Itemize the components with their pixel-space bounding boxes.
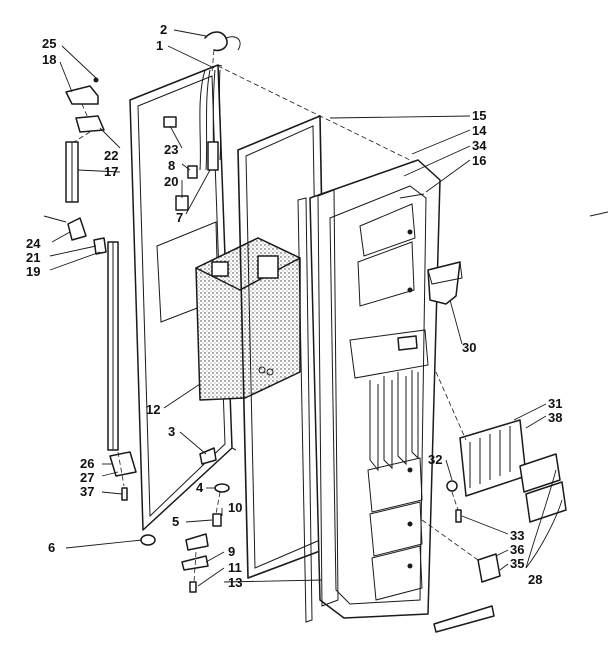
trim-strips xyxy=(297,189,339,623)
hinge-parts-left xyxy=(43,215,137,501)
bushing-19 xyxy=(93,237,107,255)
callout-25: 25 xyxy=(42,36,56,51)
bracket-18 xyxy=(65,85,99,105)
callout-12: 12 xyxy=(146,402,160,417)
callout-18: 18 xyxy=(42,52,56,67)
hinge-26 xyxy=(109,451,137,477)
callout-3: 3 xyxy=(168,424,175,439)
callout-20: 20 xyxy=(164,174,178,189)
callout-24: 24 xyxy=(26,236,41,251)
callout-13: 13 xyxy=(228,575,242,590)
connector-7 xyxy=(207,141,219,171)
door-liner xyxy=(309,159,441,619)
heater-assembly xyxy=(459,419,567,523)
callout-37: 37 xyxy=(80,484,94,499)
callout-8: 8 xyxy=(168,158,175,173)
leader-lines xyxy=(49,29,608,587)
handle-assembly xyxy=(65,77,105,203)
panel-28 xyxy=(519,453,561,493)
plug-8 xyxy=(187,165,198,179)
door-panel xyxy=(129,64,237,531)
callout-38: 38 xyxy=(548,410,562,425)
small-parts-door xyxy=(163,116,219,211)
callout-2: 2 xyxy=(160,22,167,37)
cap-22 xyxy=(75,115,105,133)
callout-32: 32 xyxy=(428,452,442,467)
callout-31: 31 xyxy=(548,396,562,411)
panel-36 xyxy=(525,481,567,523)
callout-16: 16 xyxy=(472,153,486,168)
spacer-10 xyxy=(185,533,209,551)
screw-33 xyxy=(455,509,462,523)
callout-10: 10 xyxy=(228,500,242,515)
callout-26: 26 xyxy=(80,456,94,471)
bottom-hardware xyxy=(140,447,230,593)
washer-6 xyxy=(140,534,156,546)
callout-4: 4 xyxy=(196,480,204,495)
callout-34: 34 xyxy=(472,138,487,153)
callout-21: 21 xyxy=(26,250,40,265)
callout-33: 33 xyxy=(510,528,524,543)
bracket-3 xyxy=(199,447,217,465)
pin-16 xyxy=(399,193,425,199)
screw-11 xyxy=(189,581,197,593)
callout-11: 11 xyxy=(228,560,242,575)
callout-9: 9 xyxy=(228,544,235,559)
screw-5 xyxy=(212,513,222,527)
callout-23: 23 xyxy=(164,142,178,157)
callout-30: 30 xyxy=(462,340,476,355)
wire-harness xyxy=(199,31,241,171)
retainer-20 xyxy=(175,195,189,211)
cup-30 xyxy=(427,261,463,305)
washer-4 xyxy=(214,483,230,493)
callout-22: 22 xyxy=(104,148,118,163)
hinge-21 xyxy=(67,217,87,241)
screw-37 xyxy=(121,487,128,501)
callout-labels: 2 1 25 18 23 8 22 17 20 7 24 21 19 15 14… xyxy=(26,22,562,590)
callout-19: 19 xyxy=(26,264,40,279)
callout-17: 17 xyxy=(104,164,118,179)
bar-bottom xyxy=(433,605,495,633)
screw-24 xyxy=(43,215,67,223)
callout-7: 7 xyxy=(176,210,183,225)
callout-35: 35 xyxy=(510,556,524,571)
callout-27: 27 xyxy=(80,470,94,485)
clip-35 xyxy=(477,553,501,583)
callout-6: 6 xyxy=(48,540,55,555)
callout-5: 5 xyxy=(172,514,179,529)
clip-23 xyxy=(163,116,177,128)
alignment-lines xyxy=(73,65,479,583)
callout-14: 14 xyxy=(472,123,487,138)
callout-15: 15 xyxy=(472,108,486,123)
callout-28: 28 xyxy=(528,572,542,587)
nut-32 xyxy=(446,480,458,492)
callout-1: 1 xyxy=(156,38,163,53)
callout-36: 36 xyxy=(510,542,524,557)
right-hardware xyxy=(399,193,501,633)
